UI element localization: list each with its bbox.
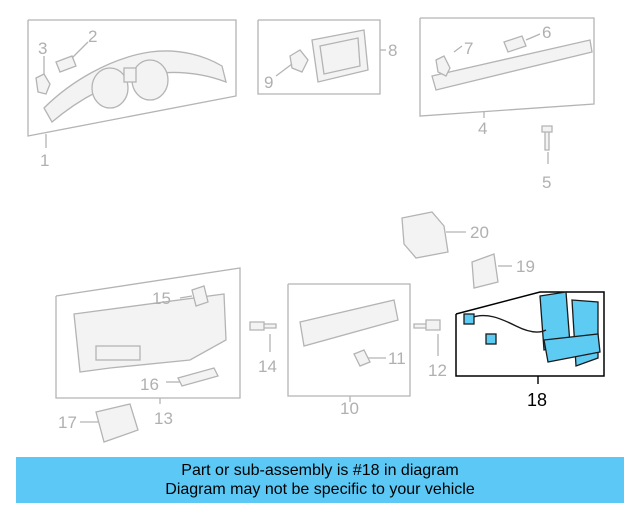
assembly-18-connector-2 <box>485 333 497 345</box>
callout-7: 7 <box>464 39 473 58</box>
bolt-12-part <box>413 319 441 331</box>
strip-16-part <box>177 367 219 387</box>
group-1-cluster-bezel: 3 2 1 <box>27 19 237 170</box>
callout-4: 4 <box>478 119 487 138</box>
callout-17: 17 <box>58 413 77 432</box>
callout-11: 11 <box>388 349 406 368</box>
screw-5-part <box>541 125 553 151</box>
group-13-box <box>55 267 241 399</box>
banner-line-1: Part or sub-assembly is #18 in diagram <box>181 462 459 479</box>
callout-3: 3 <box>38 39 47 58</box>
group-8-display: 8 9 <box>257 19 397 95</box>
assembly-18-base <box>543 333 601 363</box>
bracket-17-part <box>95 403 139 443</box>
group-18-box <box>455 291 605 377</box>
callout-8: 8 <box>388 41 397 60</box>
callout-13: 13 <box>154 409 173 428</box>
banner-line-2: Diagram may not be specific to your vehi… <box>165 481 475 498</box>
cover-19-part <box>471 253 499 289</box>
callout-6: 6 <box>542 23 551 42</box>
lower-panel-vent <box>95 345 141 361</box>
clip-6-part <box>503 35 527 53</box>
part-5-screw: 5 <box>541 125 553 192</box>
clip-3-part <box>35 73 51 95</box>
assembly-18-harness <box>469 314 547 333</box>
part-20-bracket: 20 <box>401 211 489 259</box>
cluster-gauge-right <box>131 59 169 101</box>
leader-6 <box>525 33 541 41</box>
clip-7-part <box>435 55 451 77</box>
clip-2-part <box>55 55 77 73</box>
bracket-10-part <box>299 299 399 347</box>
callout-10: 10 <box>340 399 359 418</box>
cluster-center-window <box>123 67 137 83</box>
part-17-bracket: 17 <box>58 403 139 443</box>
bolt-14-part <box>249 321 277 331</box>
callout-20: 20 <box>470 223 489 242</box>
cluster-gauge-left <box>91 67 129 109</box>
part-12-bolt: 12 <box>413 319 447 380</box>
group-10-box <box>287 283 411 397</box>
group-4-box <box>419 17 595 117</box>
callout-16: 16 <box>140 375 159 394</box>
assembly-18-connector-1 <box>463 313 475 325</box>
leader-7 <box>453 45 463 53</box>
callout-19: 19 <box>516 257 535 276</box>
display-screen-part <box>319 37 361 75</box>
group-4-trim: 7 6 4 <box>419 17 595 138</box>
leader-15 <box>179 295 193 299</box>
clip-9-part <box>289 49 309 73</box>
group-1-box <box>27 19 237 137</box>
callout-18: 18 <box>527 390 547 410</box>
group-8-box <box>257 19 381 95</box>
group-10-bracket: 11 10 <box>287 283 411 418</box>
group-13-lower-panel: 15 16 13 <box>55 267 241 428</box>
info-banner: Part or sub-assembly is #18 in diagram D… <box>16 457 624 503</box>
clip-15-part <box>191 285 209 307</box>
callout-15: 15 <box>152 289 171 308</box>
clip-11-part <box>353 349 371 367</box>
callout-2: 2 <box>88 27 97 46</box>
part-14-bolt: 14 <box>249 321 277 376</box>
bracket-20-part <box>401 211 449 259</box>
callout-5: 5 <box>542 173 551 192</box>
callout-9: 9 <box>264 73 273 92</box>
callout-12: 12 <box>428 361 447 380</box>
trim-strip-part <box>431 39 593 91</box>
group-18-highlighted-assembly: 18 <box>455 291 605 410</box>
callout-1: 1 <box>40 151 49 170</box>
part-19-cover: 19 <box>471 253 535 289</box>
leader-9 <box>275 63 293 77</box>
callout-14: 14 <box>258 357 277 376</box>
leader-2 <box>71 41 89 59</box>
